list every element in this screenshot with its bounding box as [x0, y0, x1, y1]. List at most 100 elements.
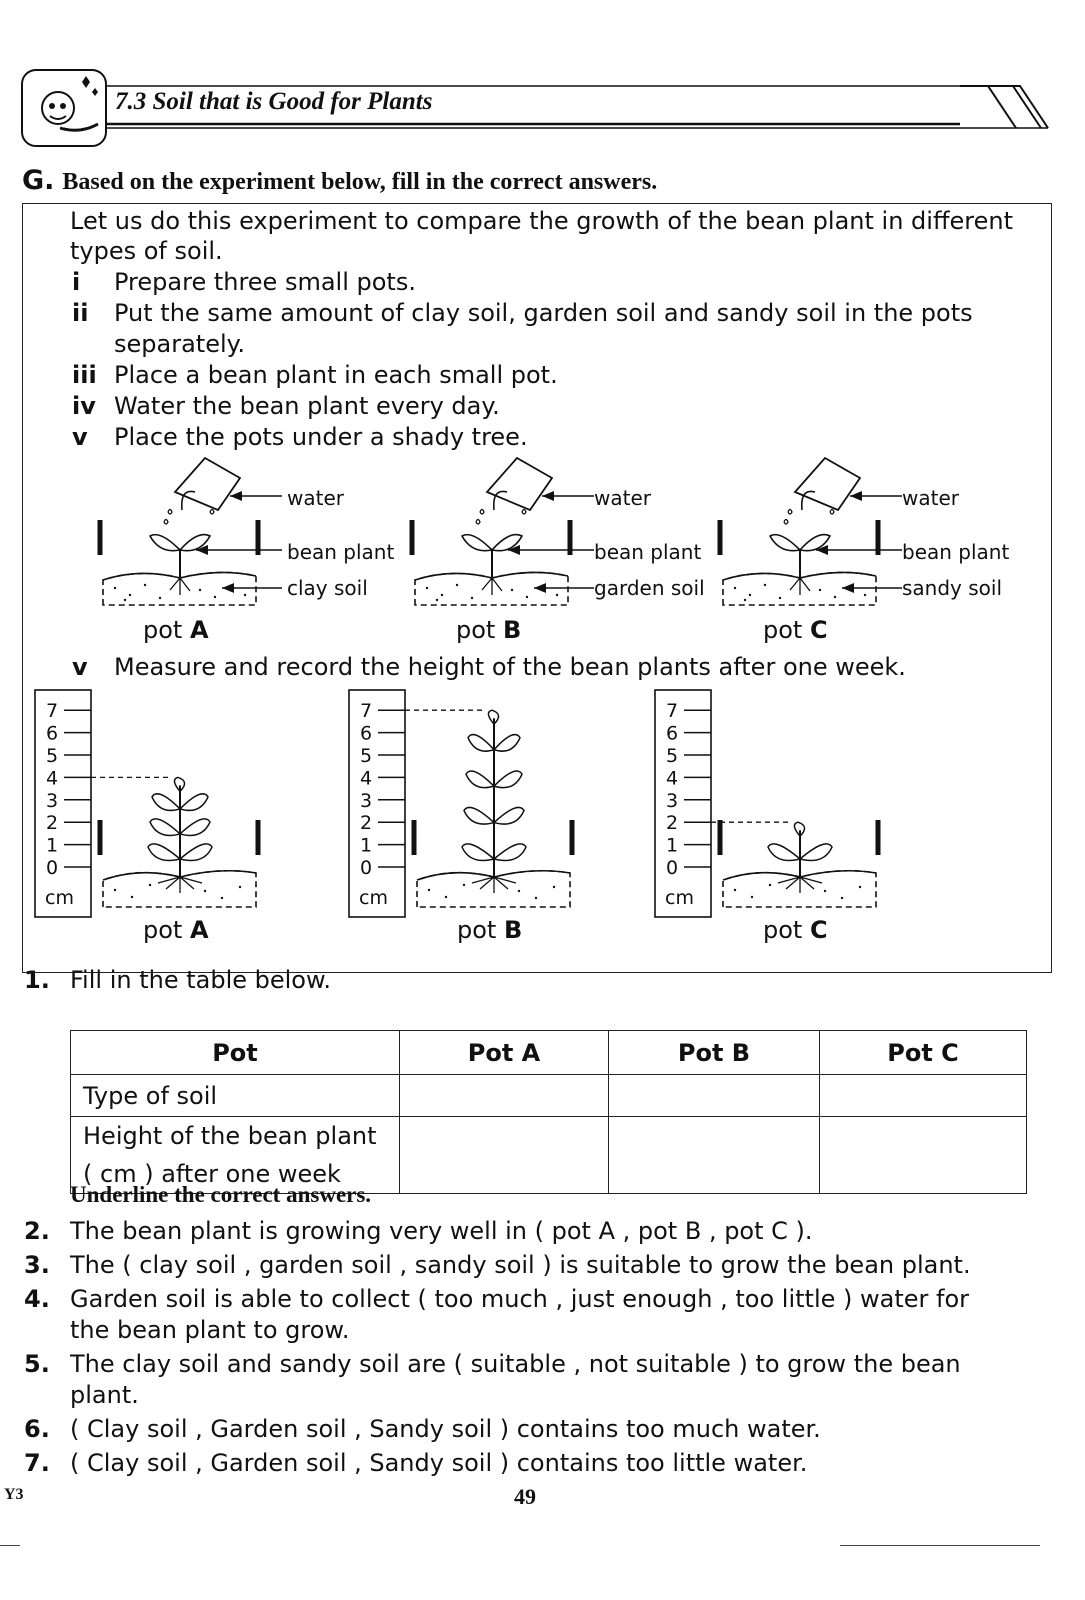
- pot-label: pot B: [456, 616, 521, 644]
- answer-cell-soil-a[interactable]: [399, 1074, 609, 1117]
- experiment-intro-line1: Let us do this experiment to compare the…: [70, 207, 1013, 235]
- ruler-tick-label: 2: [360, 812, 372, 834]
- ruler-tick-label: 2: [46, 812, 58, 834]
- ruler-unit: cm: [45, 887, 74, 909]
- ruler-unit: cm: [665, 887, 694, 909]
- row-label-line: Height of the bean plant: [83, 1122, 377, 1150]
- ruler-tick-label: 0: [666, 857, 678, 879]
- pot-label-prefix: pot: [456, 616, 495, 644]
- plant-leaf: [178, 793, 209, 812]
- question-text[interactable]: The clay soil and sandy soil are ( suita…: [70, 1350, 961, 1378]
- question-number: 2.: [24, 1217, 50, 1245]
- ruler-tick-label: 4: [360, 767, 372, 789]
- step-text: Place a bean plant in each small pot.: [114, 361, 558, 389]
- pot-label: pot A: [143, 616, 209, 644]
- plant-leaf: [178, 843, 213, 862]
- question-text[interactable]: ( Clay soil , Garden soil , Sandy soil )…: [70, 1415, 821, 1443]
- ruler-tick-label: 7: [360, 700, 372, 722]
- pot-label-prefix: pot: [143, 916, 190, 944]
- ruler-tick-label: 1: [46, 835, 58, 857]
- table-header: Pot C: [819, 1030, 1027, 1075]
- plant-leaf: [492, 806, 525, 825]
- row-label: Type of soil: [70, 1074, 400, 1117]
- setup-pot-c: water bean plant sandy soil pot C: [720, 458, 1009, 644]
- ruler-tick-label: 4: [666, 767, 678, 789]
- experiment-box: [22, 203, 1052, 973]
- table-header-row: Pot Pot A Pot B Pot C: [70, 1030, 1027, 1075]
- instruction-label: G.: [22, 165, 55, 196]
- ruler-tick-label: 5: [666, 745, 678, 767]
- step-item: separately.: [0, 329, 1085, 360]
- scan-mark: [840, 1545, 1040, 1546]
- label-bean-plant: bean plant: [594, 540, 701, 564]
- plant-roots: [777, 876, 823, 893]
- plant-bud: [793, 821, 806, 838]
- question-4: 4. Garden soil is able to collect ( too …: [0, 1284, 1085, 1346]
- measure-pot-a: pot A: [91, 776, 258, 944]
- step-text: Water the bean plant every day.: [114, 392, 500, 420]
- measure-pot-c: pot C: [711, 820, 878, 944]
- ruler-tick-label: 3: [360, 790, 372, 812]
- answer-cell-height-a[interactable]: [399, 1116, 609, 1194]
- question-3: 3. The ( clay soil , garden soil , sandy…: [0, 1250, 1085, 1281]
- question-text[interactable]: Garden soil is able to collect ( too muc…: [70, 1285, 970, 1313]
- step-number: v: [72, 423, 88, 451]
- answer-cell-height-c[interactable]: [819, 1116, 1027, 1194]
- table-row: Height of the bean plant ( cm ) after one…: [70, 1116, 1027, 1194]
- plant-leaf: [178, 818, 211, 837]
- step-text: separately.: [114, 330, 246, 358]
- pot-label-letter: C: [810, 916, 828, 944]
- question-text-cont: plant.: [70, 1381, 139, 1409]
- plant-roots: [157, 876, 203, 893]
- plant-leaf: [147, 843, 182, 862]
- label-water: water: [594, 486, 652, 510]
- section-title: 7.3 Soil that is Good for Plants: [115, 88, 433, 115]
- ruler-tick-label: 6: [360, 723, 372, 745]
- question-6: 6. ( Clay soil , Garden soil , Sandy soi…: [0, 1414, 1085, 1445]
- label-soil: sandy soil: [902, 576, 1002, 600]
- results-table: Pot Pot A Pot B Pot C Type of soil Heigh…: [70, 1030, 1027, 1194]
- question-number: 3.: [24, 1251, 50, 1279]
- plant-bud: [487, 709, 500, 726]
- table-header: Pot A: [399, 1030, 609, 1075]
- pot-label: pot A: [143, 916, 209, 944]
- ruler-tick-label: 7: [46, 700, 58, 722]
- experiment-intro-line2: types of soil.: [70, 237, 223, 265]
- step-number: v: [72, 653, 88, 681]
- pot-label-letter: B: [504, 916, 522, 944]
- plant-leaf: [467, 733, 496, 752]
- step-text: Put the same amount of clay soil, garden…: [114, 299, 973, 327]
- plant-leaf: [492, 770, 523, 789]
- row-label-line: ( cm ) after one week: [83, 1160, 341, 1188]
- experiment-setup-diagram: water bean plant clay soil pot A water b…: [0, 450, 1009, 644]
- question-number: 4.: [24, 1285, 50, 1313]
- pot-label-letter: B: [503, 616, 521, 644]
- question-text[interactable]: The bean plant is growing very well in (…: [70, 1217, 813, 1245]
- pot-label-prefix: pot: [763, 616, 802, 644]
- answer-cell-height-b[interactable]: [608, 1116, 820, 1194]
- ruler-tick-label: 5: [46, 745, 58, 767]
- question-text[interactable]: ( Clay soil , Garden soil , Sandy soil )…: [70, 1449, 808, 1477]
- answer-cell-soil-b[interactable]: [608, 1074, 820, 1117]
- ruler-tick-label: 0: [360, 857, 372, 879]
- question-1: 1. Fill in the table below.: [0, 965, 1085, 996]
- pot-label: pot B: [457, 916, 522, 944]
- question-text[interactable]: The ( clay soil , garden soil , sandy so…: [70, 1251, 971, 1279]
- step-text: Measure and record the height of the bea…: [114, 653, 906, 681]
- pot-label-prefix: pot: [457, 916, 504, 944]
- table-header: Pot: [70, 1030, 400, 1075]
- section-header-bar: [21, 69, 1049, 147]
- ruler-tick-label: 7: [666, 700, 678, 722]
- question-number: 1.: [24, 966, 50, 994]
- ruler-tick-label: 2: [666, 812, 678, 834]
- answer-cell-soil-c[interactable]: [819, 1074, 1027, 1117]
- plant-bud: [173, 776, 186, 793]
- step-number: iv: [72, 392, 96, 420]
- table-row: Type of soil: [70, 1074, 1027, 1117]
